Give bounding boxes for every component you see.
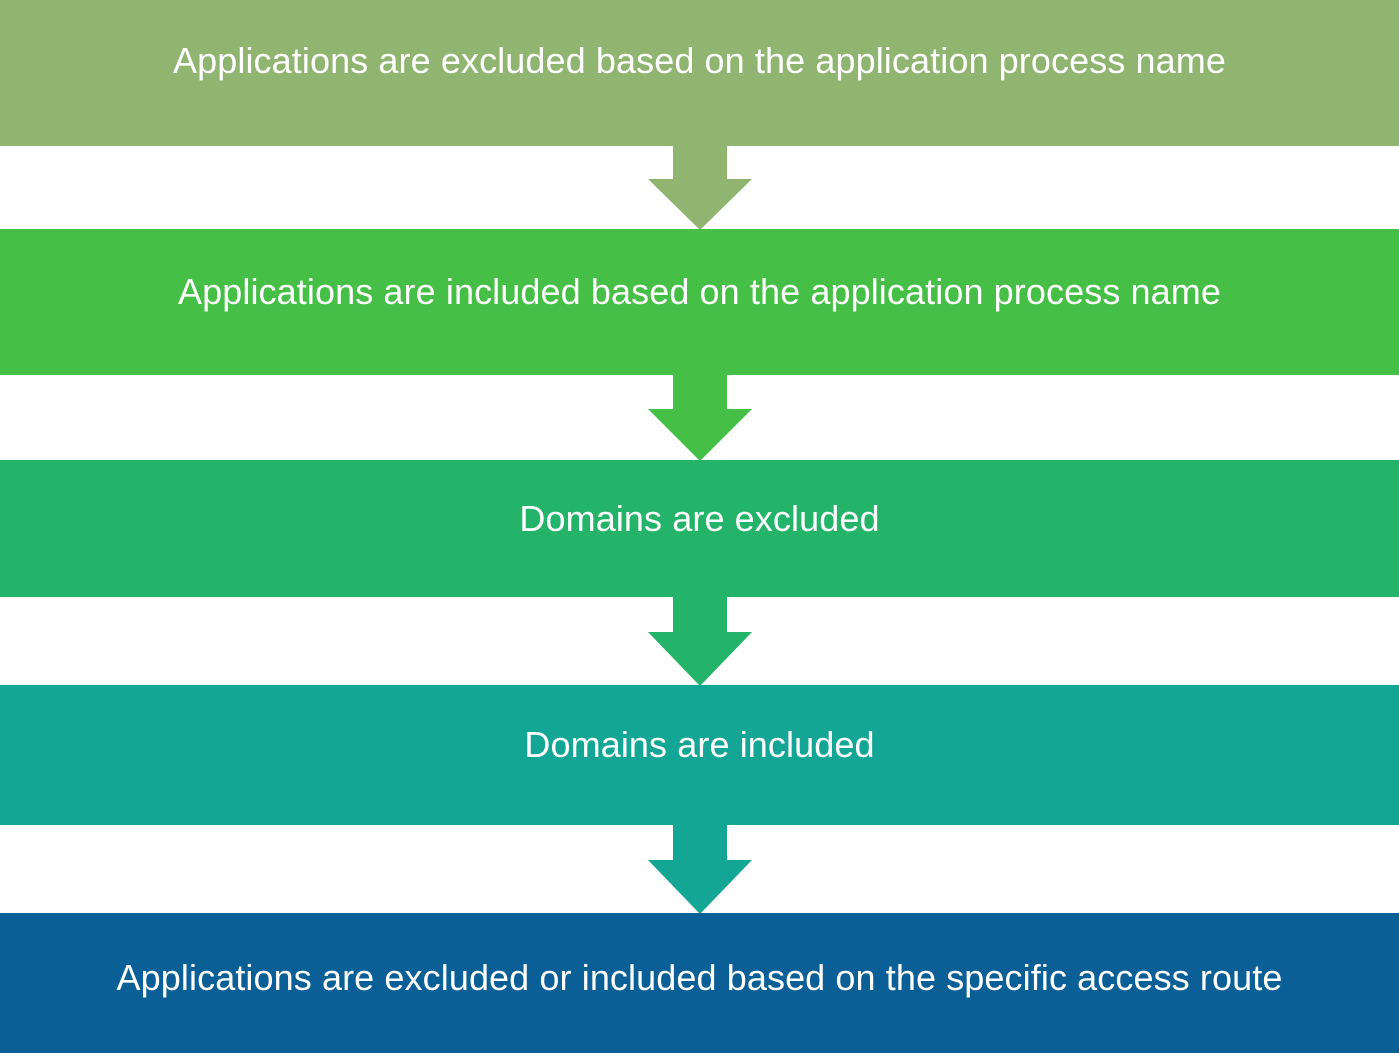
flow-step-5: Applications are excluded or included ba… bbox=[0, 913, 1399, 1053]
arrow-down-icon bbox=[648, 374, 752, 461]
flow-connector-3-to-4 bbox=[0, 596, 1399, 686]
flow-step-2: Applications are included based on the a… bbox=[0, 229, 1399, 375]
flow-step-1: Applications are excluded based on the a… bbox=[0, 0, 1399, 146]
flow-step-label-4: Domains are included bbox=[524, 724, 875, 766]
flow-connector-1-to-2 bbox=[0, 145, 1399, 230]
flow-step-label-3: Domains are excluded bbox=[519, 497, 880, 539]
flow-connector-2-to-3 bbox=[0, 374, 1399, 461]
flow-step-label-2: Applications are included based on the a… bbox=[178, 271, 1221, 313]
flow-step-label-1: Applications are excluded based on the a… bbox=[173, 40, 1226, 82]
flow-step-4: Domains are included bbox=[0, 685, 1399, 825]
flow-step-3: Domains are excluded bbox=[0, 460, 1399, 597]
flow-step-label-5: Applications are excluded or included ba… bbox=[116, 957, 1283, 999]
arrow-down-icon bbox=[648, 596, 752, 686]
arrow-down-icon bbox=[648, 145, 752, 230]
arrow-down-icon bbox=[648, 824, 752, 914]
flow-connector-4-to-5 bbox=[0, 824, 1399, 914]
